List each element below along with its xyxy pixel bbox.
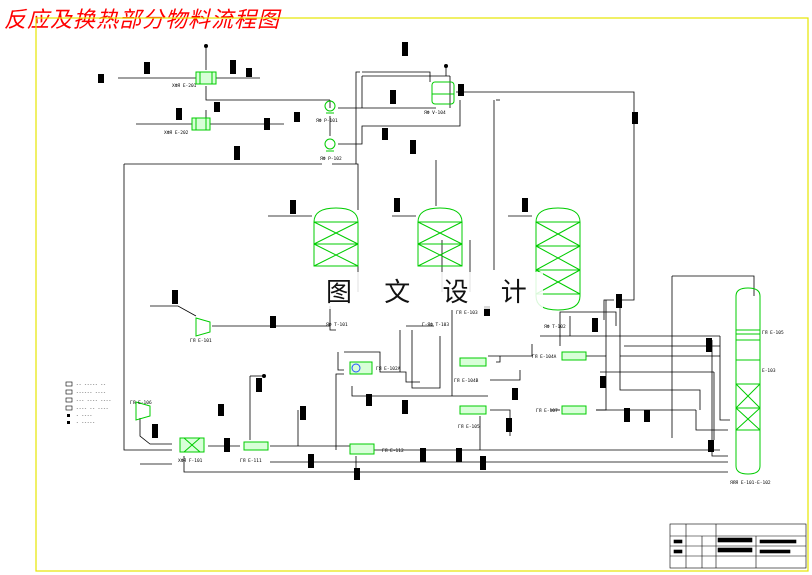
legend-item-3: --- ---- ----: [76, 399, 111, 404]
label-r101: ЯФ T-101: [326, 322, 348, 328]
exchanger-e111: [243, 441, 269, 451]
label-e105: ГЯ E-105: [458, 424, 480, 430]
exchanger-e102a: [349, 361, 373, 375]
exchanger-e202: [191, 117, 211, 131]
pump-p102: [324, 138, 336, 150]
reactor-r103: [417, 207, 463, 267]
exchanger-e107: [561, 405, 587, 415]
legend-item-5: - ----: [76, 414, 92, 419]
label-e106: ГЯ E-106: [130, 400, 152, 406]
reactor-r102: [535, 207, 581, 311]
process-lines: [118, 48, 755, 473]
reactor-r101: [313, 207, 359, 267]
label-column: ЯЯЯ E-101-E-102: [730, 480, 771, 486]
equipment: [135, 71, 761, 475]
label-e104b: ГЯ E-104B: [454, 378, 479, 384]
label-e103: ГЯ E-103: [456, 310, 478, 316]
label-r103: Г-ЯФ T-103: [422, 322, 449, 328]
exchanger-e104a: [561, 351, 587, 361]
drawing-frame: [35, 17, 809, 572]
pump-p101: [324, 100, 336, 112]
legend-item-1: -- ----- --: [76, 383, 106, 388]
instrument-tags: [98, 42, 714, 480]
label-e104a: ГЯ E-104A: [532, 354, 557, 360]
label-e101-left: ГЯ E-101: [190, 338, 212, 344]
watermark: 图 文 设 计: [322, 272, 543, 309]
exchanger-e201: [195, 71, 217, 85]
legend-item-4: ---- -- ----: [76, 407, 109, 412]
label-e111: ГЯ E-111: [240, 458, 262, 464]
exchanger-e105: [459, 405, 487, 415]
distillation-column-t101: [735, 287, 761, 475]
drawing-title: 反应及换热部分物料流程图: [4, 8, 281, 33]
label-v104: ЯФ V-104: [424, 110, 446, 116]
compressor-left: [195, 317, 211, 337]
label-e202: ХФЯ E-202: [164, 130, 189, 136]
label-column-top: ГЯ E-105: [762, 330, 784, 336]
label-r102: ЯФ T-102: [544, 324, 566, 330]
label-e102a: ГЯ E-102A: [376, 366, 401, 372]
legend-item-2: ------ ----: [76, 391, 106, 396]
exchanger-e104b: [459, 357, 487, 367]
label-e201: ХФЯ E-201: [172, 83, 197, 89]
label-column-mid: E-103: [762, 368, 776, 374]
label-f101: ХФЯ F-101: [178, 458, 203, 464]
label-e107: ГЯ E-107: [536, 408, 558, 414]
label-p101: ЯФ P-101: [316, 118, 338, 124]
label-p102: ЯФ P-102: [320, 156, 342, 162]
label-e112: ГЯ E-112: [382, 448, 404, 454]
legend: -- ----- -- ------ ---- --- ---- ---- --…: [65, 381, 111, 426]
legend-item-6: - -----: [76, 421, 95, 426]
compressor-bottom-left: [135, 401, 151, 421]
exchanger-e112: [349, 443, 375, 455]
equipment-labels: ХФЯ E-201 ХФЯ E-202 ЯФ P-101 ЯФ P-102 ЯФ…: [130, 83, 784, 486]
drum-v104: [431, 81, 455, 105]
title-block: [669, 523, 807, 569]
